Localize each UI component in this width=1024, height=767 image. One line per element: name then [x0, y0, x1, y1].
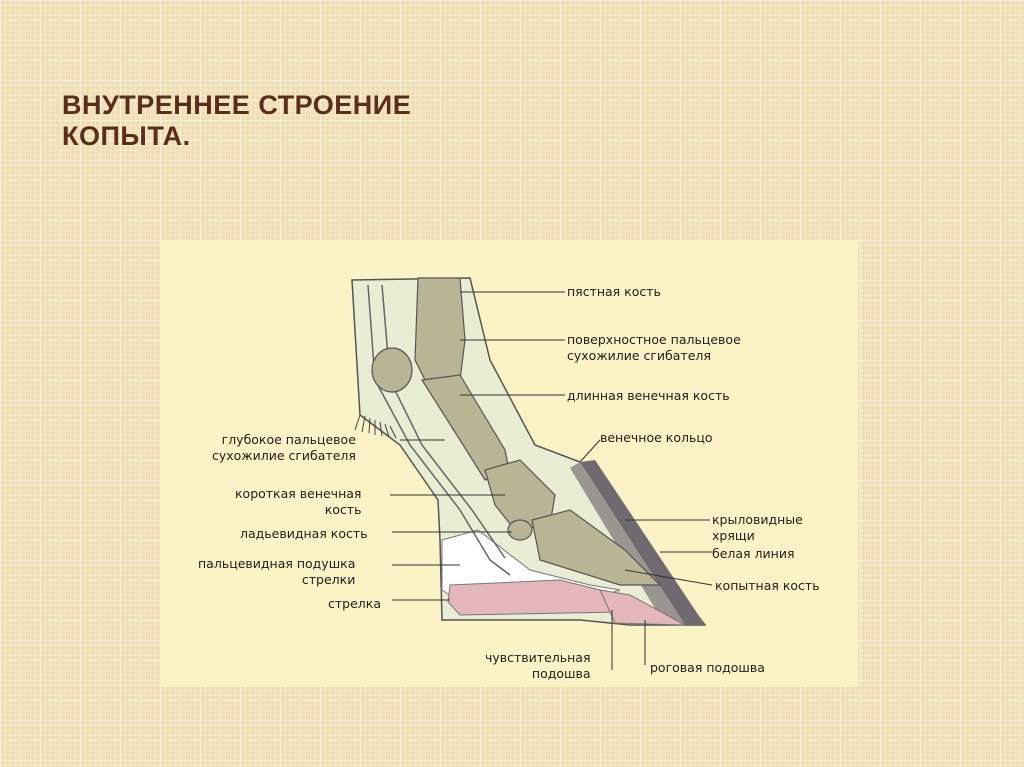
label-korotkaya: короткая венечная кость — [235, 486, 361, 518]
label-chuvstvitelnaya: чувствительная подошва — [485, 650, 590, 682]
horn-sole — [599, 589, 686, 626]
label-krylovidnye: крыловидные хрящи — [712, 512, 803, 544]
title-line-1: ВНУТРЕННЕЕ СТРОЕНИЕ — [62, 90, 412, 120]
label-poverkhnostnoe-line2: сухожилие сгибателя — [567, 348, 711, 363]
navicular-bone — [507, 519, 533, 541]
label-belaya: белая линия — [712, 546, 795, 561]
label-krylovidnye-line2: хрящи — [712, 528, 755, 543]
label-dlinnaya: длинная венечная кость — [567, 388, 730, 403]
fetlock-hair — [354, 414, 397, 439]
hoof-diagram: пястная кость поверхностное пальцевое су… — [160, 240, 858, 687]
label-rogovaya: роговая подошва — [650, 660, 765, 675]
label-poverkhnostnoe: поверхностное пальцевое сухожилие сгибат… — [567, 332, 741, 364]
label-ladevidnaya: ладьевидная кость — [240, 526, 368, 541]
label-kopytnaya: копытная кость — [715, 578, 820, 593]
label-poverkhnostnoe-line1: поверхностное пальцевое — [567, 332, 741, 347]
slide-title: ВНУТРЕННЕЕ СТРОЕНИЕ КОПЫТА. — [62, 90, 411, 152]
title-line-2: КОПЫТА. — [62, 121, 191, 151]
label-krylovidnye-line1: крыловидные — [712, 512, 803, 527]
coffin-bone — [531, 509, 662, 586]
sesamoid-bone — [371, 347, 413, 393]
label-pyastnaya: пястная кость — [567, 284, 661, 299]
label-chuvstvitelnaya-line1: чувствительная — [485, 650, 591, 665]
label-korotkaya-line1: короткая венечная — [235, 486, 362, 501]
hoof-wall — [580, 460, 705, 625]
label-glubokoe-line1: глубокое пальцевое — [221, 432, 356, 447]
label-strelka: стрелка — [328, 596, 381, 611]
label-chuvstvitelnaya-line2: подошва — [531, 666, 591, 681]
label-korotkaya-line2: кость — [324, 502, 362, 517]
hoof-illustration — [351, 277, 713, 670]
cannon-bone — [414, 277, 466, 391]
label-podushka: пальцевидная подушка стрелки — [198, 556, 355, 588]
label-glubokoe: глубокое пальцевое сухожилие сгибателя — [212, 432, 356, 464]
label-podushka-line2: стрелки — [301, 572, 356, 587]
label-podushka-line1: пальцевидная подушка — [198, 556, 356, 571]
label-venechnoe-koltso: венечное кольцо — [600, 430, 713, 445]
label-glubokoe-line2: сухожилие сгибателя — [212, 448, 356, 463]
leader-lines — [390, 291, 713, 670]
